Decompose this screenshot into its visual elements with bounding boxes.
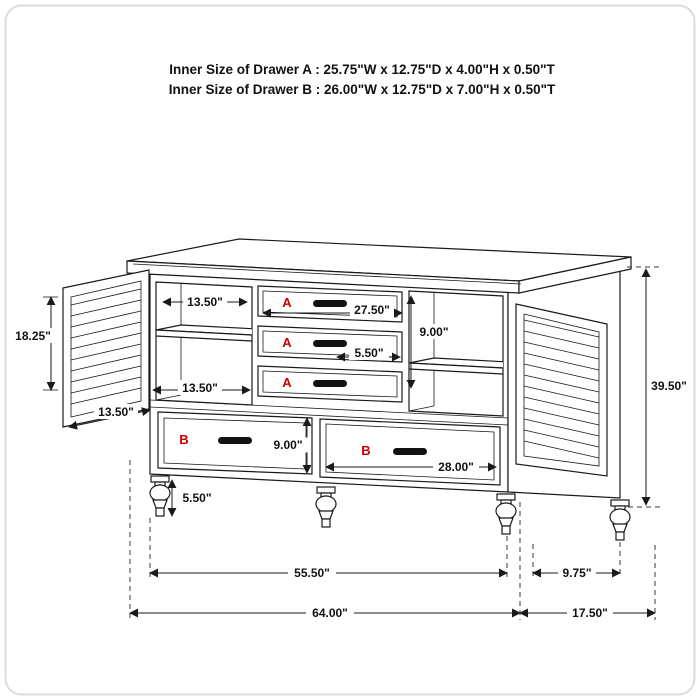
front-middle-foot — [315, 486, 337, 528]
dim-drawer-a-gap-label: 5.50" — [354, 346, 383, 360]
dim-front-leg-span: 55.50" — [149, 565, 508, 581]
drawer-b-size-note: Inner Size of Drawer B : 26.00"W x 12.75… — [169, 82, 556, 97]
dim-foot-height-label: 5.50" — [182, 491, 211, 505]
dim-drawer-a-gap: 5.50" — [336, 345, 401, 362]
drawer-handle-icon — [313, 380, 347, 387]
dim-drawer-a-width-label: 27.50" — [354, 303, 390, 317]
drawer-a-3: A — [257, 365, 403, 403]
dim-foot-height: 5.50" — [167, 479, 217, 517]
left-louvered-door — [62, 269, 150, 428]
drawer-a-size-note: Inner Size of Drawer A : 25.75"W x 12.75… — [169, 62, 555, 77]
front-right-foot — [495, 493, 517, 535]
dim-overall-width-label: 64.00" — [312, 606, 348, 620]
dim-drawer-a-stack-height: 9.00" — [406, 295, 454, 389]
image-border — [4, 4, 696, 696]
dim-overall-depth-label: 17.50" — [572, 606, 608, 620]
drawer-handle-icon — [393, 448, 427, 455]
dim-overall-width: 64.00" — [129, 605, 521, 621]
left-door-louvers — [70, 288, 142, 405]
drawer-a-label: A — [282, 295, 292, 310]
dim-door-width-label: 13.50" — [98, 405, 134, 419]
dim-left-opening-height: 18.25" — [13, 296, 58, 391]
extension-lines — [129, 266, 662, 620]
back-right-foot — [609, 499, 631, 541]
dim-side-leg-span: 9.75" — [532, 565, 621, 581]
dim-overall-height-label: 39.50" — [651, 379, 687, 393]
drawer-handle-icon — [313, 340, 347, 347]
dim-left-opening-height-label: 18.25" — [15, 329, 51, 343]
dim-shelf-width-bottom-label: 13.50" — [182, 381, 218, 395]
dim-drawer-b-width-label: 28.00" — [438, 460, 474, 474]
right-louvered-door — [515, 303, 608, 477]
face-frame-rails — [149, 399, 509, 426]
left-compartment-interior — [155, 281, 253, 406]
dim-drawer-b-height-label: 9.00" — [273, 438, 302, 452]
dim-shelf-width-bottom: 13.50" — [152, 380, 251, 395]
drawer-b-2: B — [319, 418, 501, 486]
drawer-a-label: A — [282, 335, 292, 350]
right-door-louvers — [523, 319, 600, 459]
drawer-a-label: A — [282, 375, 292, 390]
dim-side-leg-span-label: 9.75" — [562, 566, 591, 580]
dim-overall-depth: 17.50" — [519, 605, 656, 621]
drawer-handle-icon — [218, 437, 252, 444]
front-left-foot — [149, 475, 171, 517]
dim-shelf-width-top: 13.50" — [162, 294, 248, 310]
drawer-b-label: B — [179, 432, 188, 447]
drawer-b-label: B — [361, 443, 370, 458]
dim-overall-height: 39.50" — [641, 268, 690, 506]
dim-shelf-width-top-label: 13.50" — [187, 295, 223, 309]
dim-drawer-a-stack-height-label: 9.00" — [419, 325, 448, 339]
dim-drawer-b-width: 28.00" — [325, 459, 497, 475]
header-notes: Inner Size of Drawer A : 25.75"W x 12.75… — [169, 62, 556, 97]
dim-front-leg-span-label: 55.50" — [294, 566, 330, 580]
dim-drawer-b-height: 9.00" — [268, 417, 312, 474]
cabinet-top — [126, 238, 632, 294]
dim-drawer-a-width: 27.50" — [262, 302, 403, 318]
drawer-handle-icon — [313, 300, 347, 307]
dim-door-width: 13.50" — [68, 404, 151, 430]
